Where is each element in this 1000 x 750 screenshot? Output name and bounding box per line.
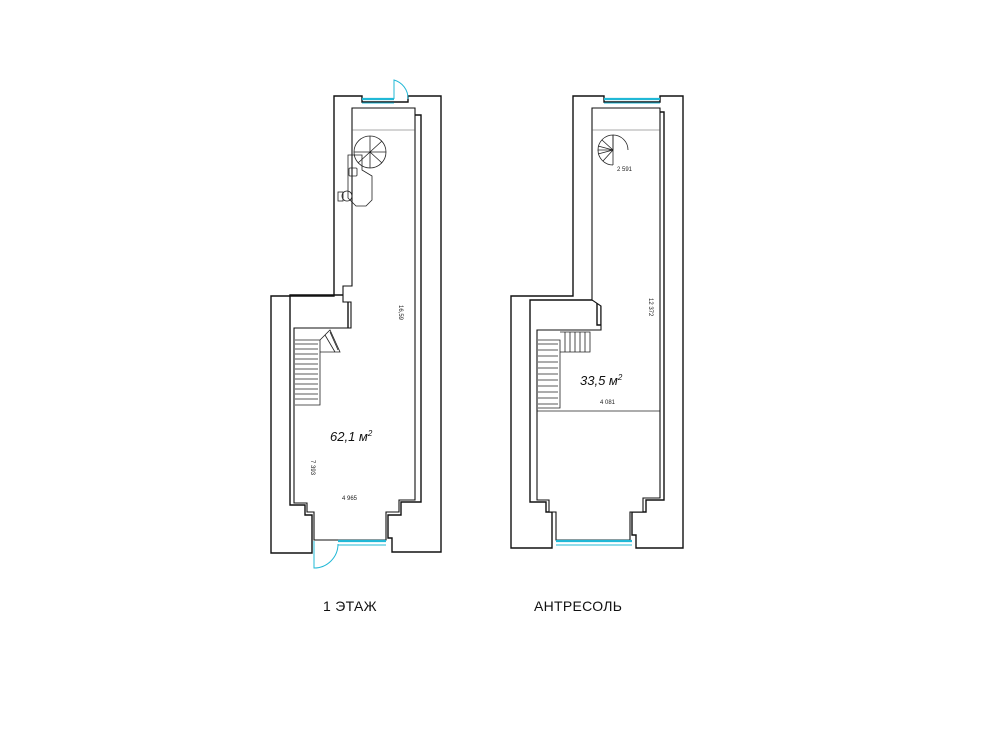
floor-1-area: 62,1 м2 (330, 429, 373, 444)
mezzanine-mid-width-dim: 4 081 (600, 400, 616, 406)
mezzanine-area: 33,5 м2 (580, 373, 623, 388)
floor-1-glazing (313, 79, 409, 569)
floor-1-side-dim: 7 393 (309, 460, 315, 476)
mezzanine-interior (536, 107, 661, 541)
floor-1-spiral-stair (353, 135, 387, 169)
floor-1-top-door (393, 79, 409, 100)
mezzanine-stairs (538, 331, 591, 409)
floor-1-length-dim: 16,59 (397, 305, 403, 321)
floor-1-width-dim: 4 965 (342, 496, 358, 502)
floor-1-caption: 1 ЭТАЖ (323, 598, 377, 614)
floor-1-plan: 62,1 м2 4 965 7 393 16,59 1 ЭТАЖ (270, 79, 442, 614)
mezzanine-spiral-stair (597, 134, 629, 166)
floor-1-interior (293, 107, 416, 541)
floor-1-bathroom (337, 154, 373, 207)
mezzanine-length-dim: 12 372 (647, 298, 653, 317)
floor-1-bottom-door (313, 541, 339, 569)
mezzanine-glazing (556, 97, 660, 546)
mezzanine-plan: 33,5 м2 2 591 4 081 12 372 АНТРЕСОЛЬ (510, 95, 684, 614)
mezzanine-top-width-dim: 2 591 (617, 167, 633, 173)
mezzanine-caption: АНТРЕСОЛЬ (534, 598, 622, 614)
floor-1-stairs (295, 329, 341, 406)
